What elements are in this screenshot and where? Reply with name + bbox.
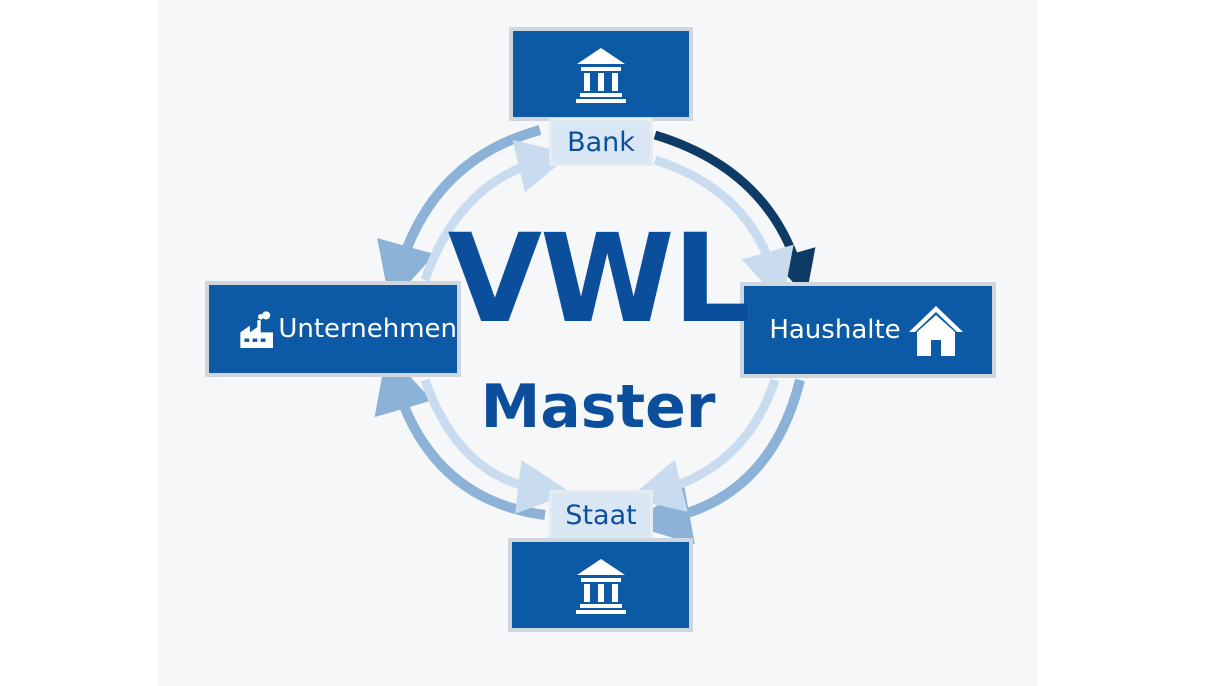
title: VWL [447,208,751,350]
bank-label: Bank [549,118,653,166]
bank-box [509,27,693,121]
bank-icon [576,48,626,103]
haushalte-box: Haushalte [740,282,996,378]
arrow-haushalte-to-staat-light [628,378,780,512]
arrow-haushalte-to-staat [630,378,805,545]
factory-icon [240,311,273,349]
unternehmen-label: Unternehmen [278,314,457,344]
arrow-bank-to-haushalte-light [653,155,794,304]
arrow-unternehmen-to-staat [420,378,572,514]
arrow-bank-to-unternehmen [377,125,542,304]
bank-icon [575,559,626,614]
staat-label-text: Staat [565,499,637,531]
house-icon [908,306,963,356]
unternehmen-box: Unternehmen [205,281,461,377]
subtitle: Master [480,372,716,442]
staat-box [508,538,693,632]
staat-label: Staat [549,490,653,540]
haushalte-label: Haushalte [769,315,901,345]
arrow-unternehmen-to-bank [420,139,572,282]
bank-label-text: Bank [567,126,635,158]
